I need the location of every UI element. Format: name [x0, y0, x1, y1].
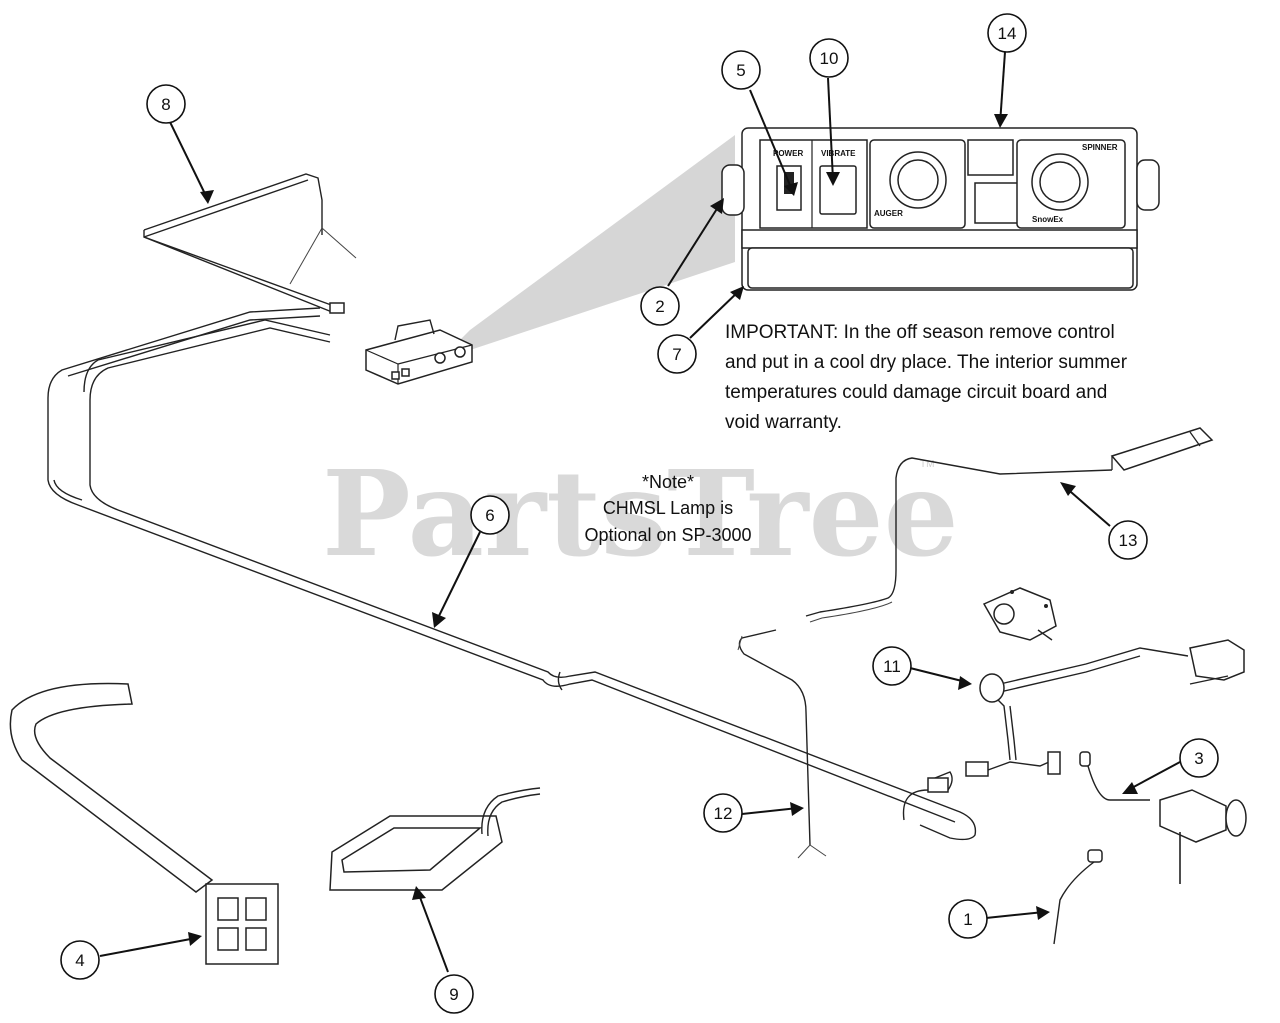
callout-4: 4 — [60, 940, 100, 980]
callout-10: 10 — [809, 38, 849, 78]
solenoid-valve — [982, 587, 1057, 641]
callout-13: 13 — [1108, 520, 1148, 560]
housing-9 — [329, 787, 541, 891]
control-module-small — [365, 319, 473, 385]
auger-label: AUGER — [874, 209, 903, 218]
important-line-3: temperatures could damage circuit board … — [725, 382, 1107, 403]
callout-14: 14 — [987, 13, 1027, 53]
motor-right — [1189, 639, 1245, 681]
motor-3 — [1079, 751, 1247, 884]
callout-9: 9 — [434, 974, 474, 1014]
watermark-text: PartsTree — [322, 444, 959, 583]
note-line-3: Optional on SP-3000 — [584, 525, 751, 545]
control-panel-enlarged: POWER VIBRATE AUGER SPINNER SnowEx — [721, 127, 1160, 291]
lead-1 — [1053, 849, 1103, 945]
svg-text:12: 12 — [714, 804, 733, 823]
important-line-1: IMPORTANT: In the off season remove cont… — [725, 322, 1115, 343]
control-bracket — [747, 247, 1134, 289]
indicator-window-bottom — [974, 182, 1021, 224]
harness-8-connector — [329, 302, 345, 314]
callout-2: 2 — [640, 286, 680, 326]
plug-4 — [205, 883, 279, 965]
svg-text:7: 7 — [672, 345, 681, 364]
svg-text:5: 5 — [736, 61, 745, 80]
callout-5: 5 — [721, 50, 761, 90]
harness-8 — [143, 173, 357, 314]
harness-connector-b — [965, 761, 989, 777]
right-mount-knob — [1136, 159, 1160, 211]
callout-8: 8 — [146, 84, 186, 124]
note-line-1: *Note* — [642, 472, 694, 492]
svg-text:4: 4 — [75, 951, 84, 970]
leader-lines — [99, 51, 1181, 973]
hose-4 — [9, 682, 279, 965]
svg-text:9: 9 — [449, 985, 458, 1004]
svg-text:13: 13 — [1119, 531, 1138, 550]
callout-6: 6 — [470, 495, 510, 535]
power-label: POWER — [773, 149, 803, 158]
callout-7: 7 — [657, 334, 697, 374]
vibrate-label: VIBRATE — [821, 149, 856, 158]
svg-text:11: 11 — [883, 657, 901, 676]
motor-3-body — [1159, 789, 1227, 843]
left-mount-knob — [721, 164, 745, 216]
harness-11-assembly — [902, 587, 1245, 821]
callout-3: 3 — [1179, 738, 1219, 778]
brand-label: SnowEx — [1032, 215, 1064, 224]
light-bar — [1110, 427, 1214, 471]
svg-text:1: 1 — [963, 910, 972, 929]
main-harness-6 — [47, 307, 977, 841]
note-block: *Note* CHMSL Lamp is Optional on SP-3000 — [584, 472, 751, 545]
svg-text:2: 2 — [655, 297, 664, 316]
harness-13 — [805, 427, 1214, 623]
watermark-trademark: TM — [920, 459, 934, 470]
projection-shade — [440, 135, 735, 360]
svg-text:14: 14 — [998, 24, 1017, 43]
callout-12: 12 — [703, 793, 743, 833]
callout-11: 11 — [872, 646, 912, 686]
svg-text:8: 8 — [161, 95, 170, 114]
harness-12 — [737, 629, 827, 859]
spinner-label: SPINNER — [1082, 143, 1118, 152]
note-line-2: CHMSL Lamp is — [603, 498, 733, 518]
important-line-4: void warranty. — [725, 412, 842, 433]
important-line-2: and put in a cool dry place. The interio… — [725, 352, 1128, 373]
svg-text:3: 3 — [1194, 749, 1203, 768]
harness-connector-a — [927, 777, 949, 793]
callout-1: 1 — [948, 899, 988, 939]
svg-text:6: 6 — [485, 506, 494, 525]
svg-text:10: 10 — [820, 49, 839, 68]
important-block: IMPORTANT: In the off season remove cont… — [725, 322, 1128, 433]
indicator-window-top — [967, 139, 1014, 176]
control-lower-lip — [741, 229, 1138, 249]
